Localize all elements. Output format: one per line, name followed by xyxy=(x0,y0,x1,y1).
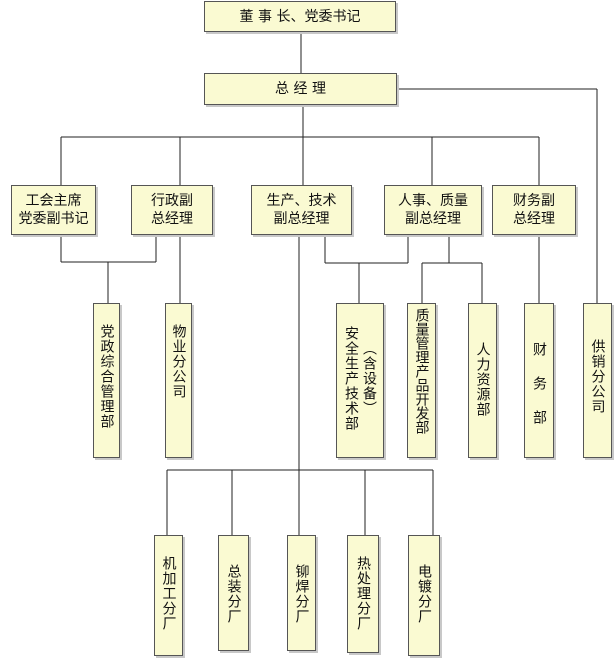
assembly-factory-box: 总装分厂 xyxy=(218,535,249,651)
finance-vgm-box: 财务副 总经理 xyxy=(492,185,576,235)
party-admin-dept-box: 党政综合管理部 xyxy=(93,303,120,458)
heat-treatment-factory-box: 热处理分厂 xyxy=(347,535,379,653)
hr-dept-box: 人力资源部 xyxy=(468,303,497,458)
finance-dept-label: 财 务 部 xyxy=(531,342,547,426)
chairman-box: 董 事 长、党委书记 xyxy=(204,1,396,32)
assembly-factory-label: 总装分厂 xyxy=(225,564,242,624)
safety-tech-dept-box: 安全生产技术部 （含设备） xyxy=(336,303,384,458)
supply-sales-company-label: 供销分公司 xyxy=(589,339,606,414)
property-company-label: 物业分公司 xyxy=(170,324,187,399)
chairman-label: 董 事 长、党委书记 xyxy=(239,8,361,25)
production-vgm-box: 生产、技术 副总经理 xyxy=(251,185,352,235)
quality-dev-dept-box: 质量管理产品开发部 xyxy=(407,303,436,458)
electroplating-factory-box: 电镀分厂 xyxy=(408,535,440,656)
supply-sales-company-box: 供销分公司 xyxy=(583,303,612,458)
electroplating-factory-label: 电镀分厂 xyxy=(416,564,432,624)
heat-treatment-factory-label: 热处理分厂 xyxy=(355,556,371,631)
property-company-box: 物业分公司 xyxy=(165,303,192,458)
hr-dept-label: 人力资源部 xyxy=(474,342,491,417)
admin-vgm-box: 行政副 总经理 xyxy=(131,185,213,235)
hr-quality-vgm-box: 人事、质量 副总经理 xyxy=(384,185,482,235)
general-manager-box: 总 经 理 xyxy=(204,73,397,105)
production-vgm-label: 生产、技术 副总经理 xyxy=(266,193,337,227)
finance-dept-box: 财 务 部 xyxy=(524,303,554,458)
union-chair-box: 工会主席 党委副书记 xyxy=(11,185,96,235)
machining-factory-label: 机加工分厂 xyxy=(160,556,177,631)
hr-quality-vgm-label: 人事、质量 副总经理 xyxy=(398,193,468,227)
riveting-welding-factory-box: 铆焊分厂 xyxy=(287,535,316,651)
safety-tech-dept-label: 安全生产技术部 （含设备） xyxy=(343,326,377,431)
finance-vgm-label: 财务副 总经理 xyxy=(513,193,555,227)
machining-factory-box: 机加工分厂 xyxy=(154,535,183,656)
general-manager-label: 总 经 理 xyxy=(275,81,326,97)
quality-dev-dept-label: 质量管理产品开发部 xyxy=(413,308,430,434)
admin-vgm-label: 行政副 总经理 xyxy=(151,193,193,227)
riveting-welding-factory-label: 铆焊分厂 xyxy=(293,564,310,624)
union-chair-label: 工会主席 党委副书记 xyxy=(18,193,89,227)
party-admin-dept-label: 党政综合管理部 xyxy=(98,324,115,429)
